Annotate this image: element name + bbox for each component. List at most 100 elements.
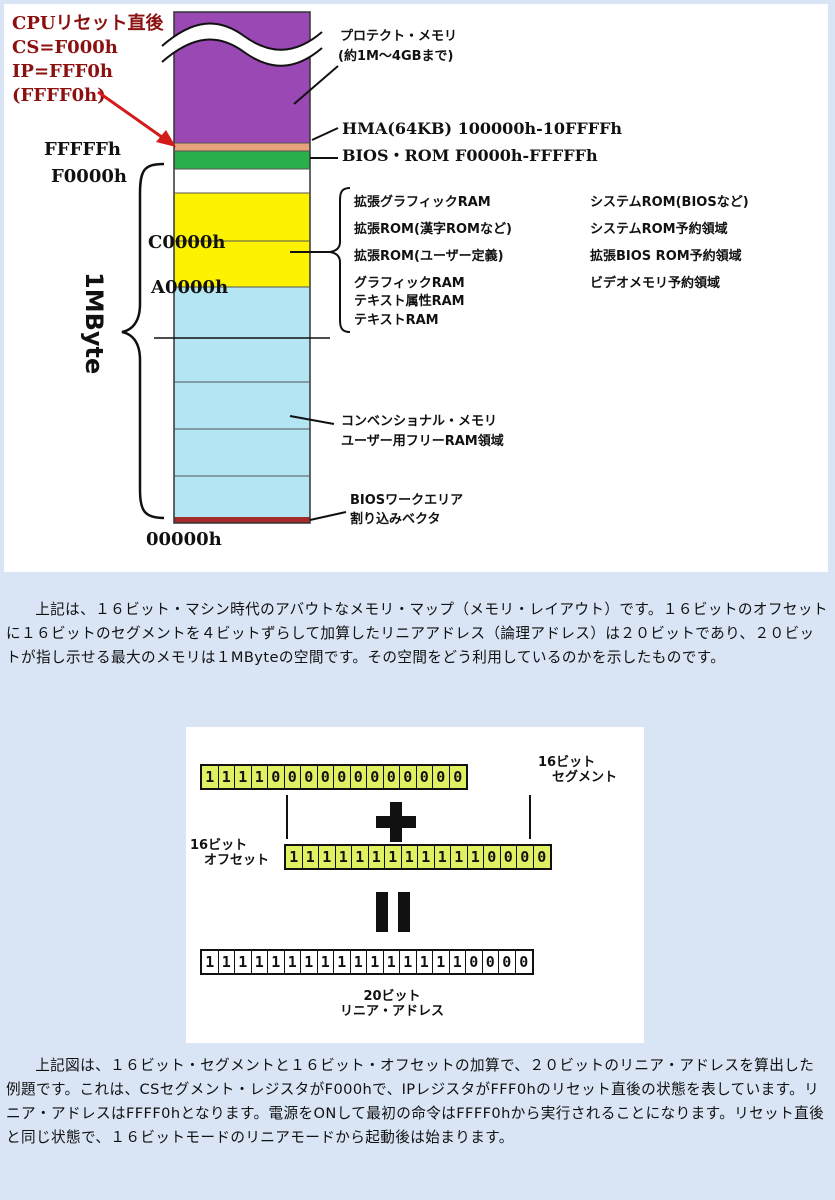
offset-bit-3: 1 [335,846,352,868]
bios-rom-label: BIOS・ROM F0000h-FFFFFh [342,146,598,165]
result-bit-6: 1 [301,951,318,973]
paragraph-memory-map: 上記は、１６ビット・マシン時代のアバウトなメモリ・マップ（メモリ・レイアウト）で… [6,601,828,666]
hma-label: HMA(64KB) 100000h-10FFFFh [342,119,622,138]
segment-bit-2: 1 [235,766,252,788]
upper-left-2: 拡張ROM(漢字ROMなど) [354,221,512,237]
bios-work-leader [309,511,347,521]
segment-bit-13: 0 [416,766,433,788]
result-bit-3: 1 [251,951,268,973]
size-label: 1MByte [80,272,108,374]
upper-right-1: システムROM(BIOSなど) [590,195,749,210]
result-label-line-2: リニア・アドレス [340,1004,445,1019]
result-bit-10: 1 [367,951,384,973]
bios-work-label-1: BIOSワークエリア [350,493,463,508]
wave-break-top [161,22,323,51]
result-bit-15: 1 [449,951,466,973]
segment-bit-3: 1 [251,766,268,788]
segment-bit-11: 0 [383,766,400,788]
upper-white-block [174,169,310,193]
result-bit-2: 1 [235,951,252,973]
addr-fffff: FFFFFh [44,139,121,160]
result-bit-16: 0 [466,951,483,973]
hma-leader [311,127,339,141]
upper-right-4: ビデオメモリ予約領域 [590,275,720,291]
result-bit-4: 1 [268,951,285,973]
segment-label-line-2: セグメント [552,770,618,785]
result-bit-14: 1 [433,951,450,973]
segment-bit-7: 0 [317,766,334,788]
equals-icon [376,892,410,932]
segment-bit-0: 1 [202,766,219,788]
wave-break-bottom [161,38,323,67]
hma-block [174,143,310,151]
offset-bit-15: 0 [533,846,550,868]
result-bit-8: 1 [334,951,351,973]
offset-bit-5: 1 [368,846,385,868]
offset-label-line-2: オフセット [204,853,270,868]
offset-bit-6: 1 [385,846,402,868]
offset-label: 16ビット オフセット [190,838,269,868]
segment-bit-1: 1 [218,766,235,788]
cpu-reset-line-2: CS=F000h [12,37,118,58]
plus-icon [376,802,416,842]
upper-right-3: 拡張BIOS ROM予約領域 [590,248,742,264]
offset-bit-9: 1 [434,846,451,868]
column-dividers [174,142,310,477]
offset-label-line-1: 16ビット [190,838,248,853]
ivt-block [174,517,310,523]
result-bit-18: 0 [499,951,516,973]
segment-bit-10: 0 [367,766,384,788]
offset-bit-4: 1 [352,846,369,868]
offset-bit-11: 1 [467,846,484,868]
offset-bit-12: 0 [484,846,501,868]
upper-left-4: グラフィックRAM [354,275,465,291]
cpu-reset-line-4: (FFFF0h) [12,85,106,106]
conventional-memory-block [174,287,310,517]
segment-bit-6: 0 [301,766,318,788]
upper-right-2: システムROM予約領域 [590,221,728,237]
align-line-right [529,795,531,839]
upper-left-6: テキストRAM [354,313,439,328]
align-line-left [286,795,288,839]
protect-label-1: プロテクト・メモリ [340,29,457,44]
conventional-label-2: ユーザー用フリーRAM領域 [341,433,504,449]
offset-bit-14: 0 [517,846,534,868]
offset-bit-8: 1 [418,846,435,868]
result-label: 20ビット リニア・アドレス [340,989,444,1019]
column-outline [173,11,311,524]
segment-bit-5: 0 [284,766,301,788]
upper-bracket [329,187,351,333]
result-bit-1: 1 [218,951,235,973]
addr-f0000: F0000h [51,166,127,187]
result-bit-0: 1 [202,951,219,973]
result-bit-5: 1 [284,951,301,973]
cpu-reset-line-1: CPUリセット直後 [12,12,165,34]
wave-break-fill [162,23,322,66]
result-bit-12: 1 [400,951,417,973]
upper-memory-block [174,193,310,287]
upper-left-1: 拡張グラフィックRAM [354,194,491,210]
segment-bit-12: 0 [400,766,417,788]
size-brace [121,162,165,520]
offset-bit-13: 0 [500,846,517,868]
cpu-reset-line-3: IP=FFF0h [12,61,113,82]
segment-label: 16ビット セグメント [538,755,617,785]
reset-arrow-icon [97,90,167,142]
addr-a0000: A0000h [150,277,228,298]
upper-left-3: 拡張ROM(ユーザー定義) [354,248,504,264]
memory-map-panel: CPUリセット直後 CS=F000h IP=FFF0h (FFFF0h) FFF… [4,4,828,572]
paragraph-address-calc: 上記図は、１６ビット・セグメントと１６ビット・オフセットの加算で、２０ビットのリ… [6,1057,825,1146]
upper-left-5: テキスト属性RAM [354,293,465,309]
result-bit-11: 1 [383,951,400,973]
segment-bit-4: 0 [268,766,285,788]
protect-leader [293,65,339,105]
result-bit-13: 1 [416,951,433,973]
result-bit-7: 1 [317,951,334,973]
segment-bit-15: 0 [449,766,466,788]
segment-bit-14: 0 [433,766,450,788]
segment-bit-9: 0 [350,766,367,788]
addr-00000: 00000h [146,529,222,550]
